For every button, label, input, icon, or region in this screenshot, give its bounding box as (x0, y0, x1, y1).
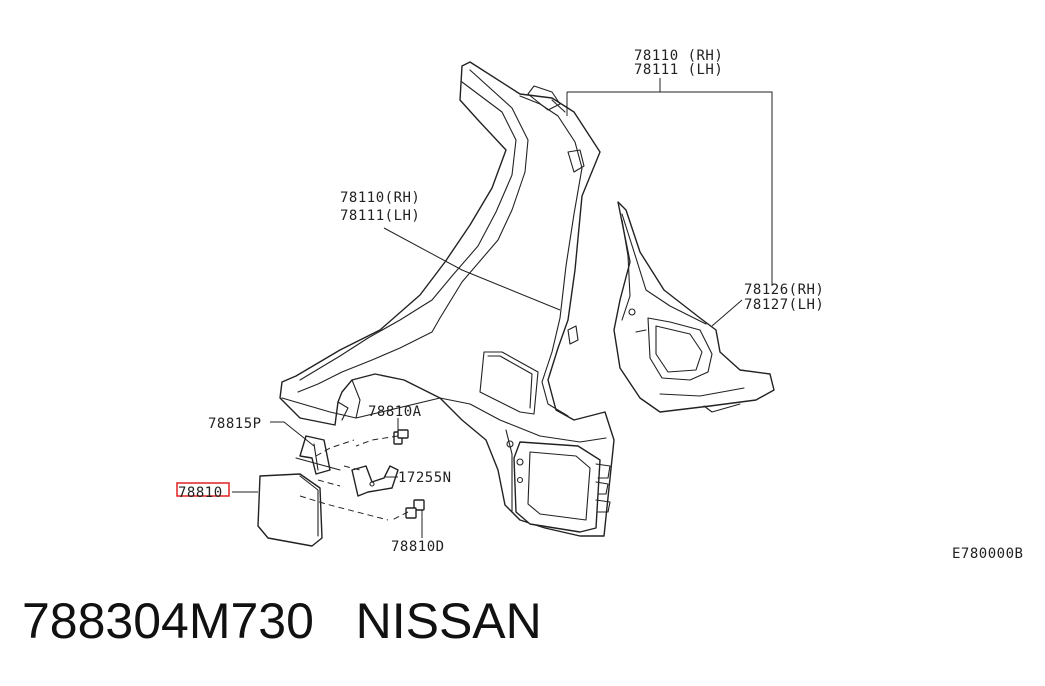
fuel-lid-bracket (295, 435, 341, 475)
rear-fender-outer-panel (279, 61, 615, 537)
rear-fender-inner-panel (613, 201, 775, 413)
label-78111-lh-mid: 78111(LH) (340, 208, 420, 224)
label-78111-lh-top: 78111 (LH) (634, 62, 723, 78)
screw-78810d (405, 499, 425, 519)
brand-name: NISSAN (355, 593, 542, 649)
label-78110-rh-top: 78110 (RH) (634, 48, 723, 64)
label-78810-highlighted: 78810 (178, 485, 223, 501)
leader-lines (232, 78, 773, 538)
caption: 788304M730 NISSAN (22, 592, 542, 650)
label-78127-lh: 78127(LH) (744, 297, 824, 313)
screw-78810a (393, 429, 409, 445)
label-78810a: 78810A (368, 404, 422, 420)
label-78815p: 78815P (208, 416, 262, 432)
part-number: 788304M730 (22, 593, 314, 649)
label-78126-rh: 78126(RH) (744, 282, 824, 298)
parts-diagram: 78110 (RH) 78111 (LH) 78110(RH) 78111(LH… (176, 48, 1023, 562)
label-78810d: 78810D (391, 539, 445, 555)
clip-17255n (351, 465, 399, 497)
label-78110-rh-mid: 78110(RH) (340, 190, 420, 206)
fuel-filler-lid (257, 473, 323, 547)
label-17255n: 17255N (398, 470, 452, 486)
assembly-lines (299, 435, 409, 521)
diagram-code: E780000B (952, 546, 1023, 562)
highlight-box (176, 482, 230, 497)
